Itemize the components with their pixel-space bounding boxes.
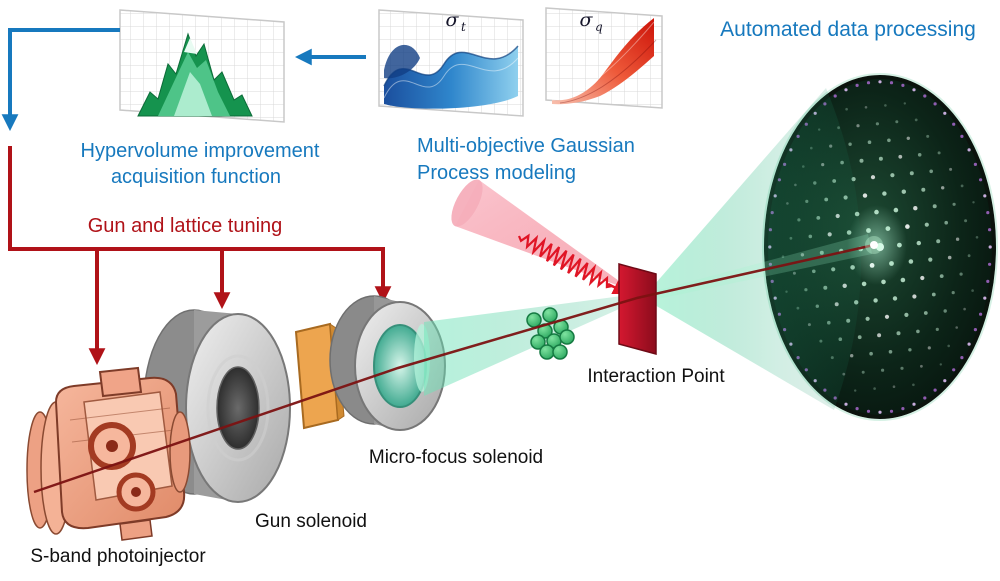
label-gp-line2: Process modeling (417, 162, 576, 184)
label-gun-lattice-tuning: Gun and lattice tuning (88, 215, 283, 237)
gun-solenoid (143, 309, 291, 503)
label-sigma-q-sub: q (595, 20, 603, 34)
expanding-beam-cone (648, 88, 872, 410)
label-hypervolume-line1: Hypervolume improvement (81, 140, 320, 162)
label-sband-photoinjector: S-band photoinjector (30, 546, 206, 567)
red-tuning-arrows (8, 146, 392, 366)
label-hypervolume-line2: acquisition function (111, 166, 281, 188)
sband-photoinjector (26, 366, 191, 541)
flow-arrow-acquisition-to-tuning (1, 28, 120, 132)
label-micro-focus-solenoid: Micro-focus solenoid (369, 447, 543, 468)
labels: Automated data processing Hypervolume im… (30, 9, 976, 567)
laser-cone (451, 179, 633, 295)
label-gp-line1: Multi-objective Gaussian (417, 135, 635, 157)
laser-pulse-wave (517, 233, 613, 289)
blue-flow-arrows (1, 28, 366, 132)
label-sigma-t-sub: t (461, 20, 466, 34)
plot-sigma-t-surface (378, 9, 524, 117)
plot-hypervolume-acquisition (119, 9, 285, 123)
label-gun-solenoid: Gun solenoid (255, 511, 367, 532)
label-sigma-t: σ (446, 9, 460, 31)
plot-sigma-q-surface (545, 7, 663, 109)
tuning-arrow-main (8, 146, 392, 304)
label-sigma-q: σ (580, 9, 594, 31)
focusing-beam-cone (414, 294, 637, 396)
interaction-point-plate (618, 263, 657, 355)
beamline (33, 236, 883, 494)
label-interaction-point: Interaction Point (587, 366, 725, 387)
label-automated-processing: Automated data processing (720, 18, 976, 41)
